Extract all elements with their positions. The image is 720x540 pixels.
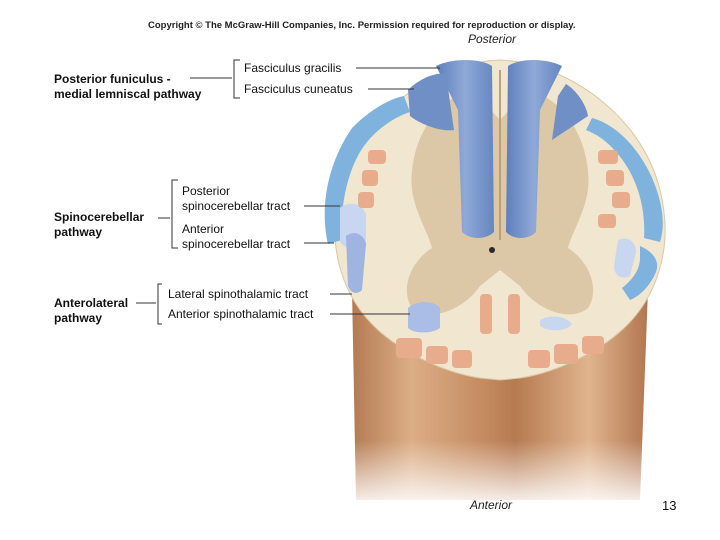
copyright-notice: Copyright © The McGraw-Hill Companies, I… — [148, 20, 576, 31]
group-label-line: pathway — [54, 311, 103, 325]
group-label-line: Spinocerebellar — [54, 210, 145, 224]
group-label-line: pathway — [54, 225, 103, 239]
group-label-line: medial lemniscal pathway — [54, 87, 202, 101]
tract-label-lateral-spinothalamic: Lateral spinothalamic tract — [168, 287, 309, 301]
fasciculus-gracilis-left — [436, 60, 494, 238]
posterior-spinocerebellar-right — [586, 118, 663, 242]
page-number: 13 — [662, 498, 677, 513]
anterior-spinothalamic-right — [540, 316, 572, 331]
tract-label-line: spinocerebellar tract — [182, 199, 291, 213]
tract-label-fasciculus-gracilis: Fasciculus gracilis — [244, 61, 342, 75]
anterior-spinothalamic-left — [408, 302, 440, 333]
posterior-label: Posterior — [468, 32, 517, 46]
lateral-spinothalamic-left — [346, 233, 366, 293]
group-label-spinocerebellar: Spinocerebellar pathway — [54, 210, 144, 240]
tract-label-line: Posterior — [182, 184, 231, 198]
posterior-spinocerebellar-left — [324, 96, 410, 244]
tract-label-posterior-spinocerebellar: Posterior spinocerebellar tract — [182, 184, 290, 214]
tract-label-line: Anterior — [182, 222, 225, 236]
central-canal — [489, 247, 495, 253]
tract-label-line: spinocerebellar tract — [182, 237, 291, 251]
fasciculus-gracilis-right — [506, 60, 562, 238]
leader-lines — [136, 59, 440, 325]
tract-label-anterior-spinothalamic: Anterior spinothalamic tract — [168, 307, 314, 321]
fasciculus-cuneatus-left — [408, 73, 454, 131]
fasciculus-cuneatus-right — [552, 84, 588, 140]
group-label-posterior-funiculus: Posterior funiculus - medial lemniscal p… — [54, 72, 201, 102]
anterior-label: Anterior — [470, 498, 513, 512]
group-label-anterolateral: Anterolateral pathway — [54, 296, 128, 326]
anterior-spinocerebellar-right — [622, 246, 658, 300]
lateral-spinothalamic-right — [614, 238, 636, 278]
other-tracts — [358, 150, 630, 368]
tract-label-anterior-spinocerebellar: Anterior spinocerebellar tract — [182, 222, 290, 252]
tract-label-fasciculus-cuneatus: Fasciculus cuneatus — [244, 82, 353, 96]
group-label-line: Anterolateral — [54, 296, 129, 310]
group-label-line: Posterior funiculus - — [54, 72, 171, 86]
